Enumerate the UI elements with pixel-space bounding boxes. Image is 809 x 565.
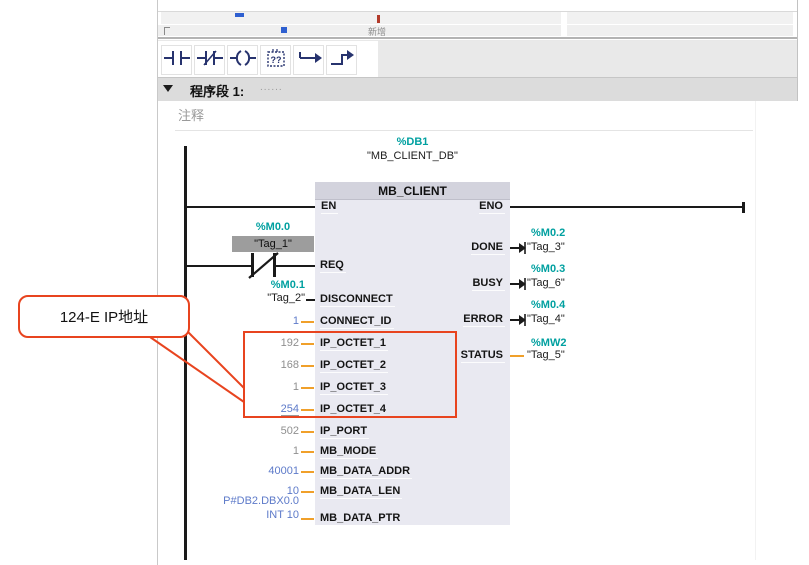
pin-eno: ENO [479, 200, 505, 214]
toolbar-button-coil[interactable] [227, 45, 258, 75]
error-wire [510, 319, 519, 321]
ladder-toolbar-spacer [378, 41, 797, 77]
contact-gap [254, 258, 273, 274]
pin-status: STATUS [461, 349, 505, 363]
disconnect-address[interactable]: %M0.1 [271, 279, 305, 291]
busy-tag[interactable]: "Tag_6" [527, 277, 565, 289]
comment-underline [175, 130, 753, 131]
pin-connect-id: CONNECT_ID [320, 315, 394, 329]
no-contact-icon [164, 48, 190, 73]
table-row [567, 12, 793, 24]
done-wire [510, 247, 519, 249]
eno-wire [510, 206, 744, 208]
panel-border [157, 37, 797, 39]
status-address[interactable]: %MW2 [531, 337, 566, 349]
nc-contact-icon [197, 48, 223, 73]
editor-right-border [797, 0, 798, 101]
coil-icon [230, 48, 256, 73]
eno-wire-end-tick [742, 202, 745, 213]
pin-ip-port: IP_PORT [320, 425, 369, 439]
table-row [567, 25, 793, 36]
value-ip-port[interactable]: 502 [281, 425, 299, 437]
pin-error: ERROR [463, 313, 505, 327]
done-tag[interactable]: "Tag_3" [527, 241, 565, 253]
pin-mb-data-addr: MB_DATA_ADDR [320, 465, 412, 479]
toolbar-button-no-contact[interactable] [161, 45, 192, 75]
value-mb-data-ptr-line1[interactable]: P#DB2.DBX0.0 [223, 495, 299, 507]
disconnect-dash [306, 299, 315, 301]
row-glyph [164, 27, 170, 35]
connect-id-dash [301, 321, 314, 323]
network-title: 程序段 1: [190, 81, 244, 100]
network-comment[interactable]: 注释 [178, 105, 204, 124]
value-connect-id[interactable]: 1 [293, 315, 299, 327]
ip-port-dash [301, 431, 314, 433]
cursor-tick [377, 15, 380, 23]
row-icon [281, 27, 287, 33]
svg-text:??: ?? [270, 55, 281, 65]
mb-data-ptr-dash [301, 518, 314, 520]
interface-table-fragment: 新增 [157, 0, 797, 41]
contact-tag[interactable]: "Tag_1" [232, 238, 314, 250]
req-branch-wire [185, 265, 315, 267]
pin-req: REQ [320, 259, 346, 273]
network-collapse-arrow[interactable] [163, 85, 173, 92]
mb-data-addr-dash [301, 471, 314, 473]
pin-mb-data-ptr: MB_DATA_PTR [320, 512, 402, 526]
toolbar-button-close-branch[interactable] [326, 45, 357, 75]
status-wire [510, 355, 524, 357]
canvas-right-guide [755, 101, 756, 560]
value-mb-mode[interactable]: 1 [293, 445, 299, 457]
ip-address-callout: 124-E IP地址 [18, 295, 190, 338]
mb-data-len-dash [301, 491, 314, 493]
mb-mode-dash [301, 451, 314, 453]
pin-busy: BUSY [472, 277, 505, 291]
table-row [161, 12, 561, 24]
open-branch-icon [296, 48, 322, 73]
editor-left-border [157, 0, 158, 565]
error-tag[interactable]: "Tag_4" [527, 313, 565, 325]
contact-address[interactable]: %M0.0 [232, 221, 314, 233]
value-mb-data-addr[interactable]: 40001 [268, 465, 299, 477]
callout-label: 124-E IP地址 [60, 306, 148, 327]
toolbar-button-nc-contact[interactable] [194, 45, 225, 75]
error-address[interactable]: %M0.4 [531, 299, 565, 311]
en-wire [185, 206, 315, 208]
pin-done: DONE [471, 241, 505, 255]
status-tag[interactable]: "Tag_5" [527, 349, 565, 361]
toolbar-button-open-branch[interactable] [293, 45, 324, 75]
pin-en: EN [321, 200, 338, 214]
block-title: MB_CLIENT [315, 184, 510, 198]
row-icon [235, 13, 244, 17]
pin-mb-data-len: MB_DATA_LEN [320, 485, 402, 499]
ip-octets-highlight-box [243, 331, 457, 418]
network-title-placeholder[interactable]: ...... [260, 82, 283, 93]
close-branch-icon [329, 48, 355, 73]
db-address[interactable]: %DB1 [315, 136, 510, 148]
empty-box-icon: ?? [263, 48, 289, 73]
pin-mb-mode: MB_MODE [320, 445, 378, 459]
value-mb-data-ptr-line2[interactable]: INT 10 [266, 509, 299, 521]
disconnect-tag[interactable]: "Tag_2" [267, 292, 305, 304]
power-rail [184, 146, 187, 560]
done-address[interactable]: %M0.2 [531, 227, 565, 239]
table-row [157, 25, 561, 36]
busy-wire [510, 283, 519, 285]
pin-disconnect: DISCONNECT [320, 293, 395, 307]
network-header [157, 78, 797, 101]
contact-right-bar[interactable] [273, 253, 276, 277]
contact-left-bar[interactable] [251, 253, 254, 277]
toolbar-button-empty-box[interactable]: ?? [260, 45, 291, 75]
db-name[interactable]: "MB_CLIENT_DB" [315, 150, 510, 162]
busy-address[interactable]: %M0.3 [531, 263, 565, 275]
